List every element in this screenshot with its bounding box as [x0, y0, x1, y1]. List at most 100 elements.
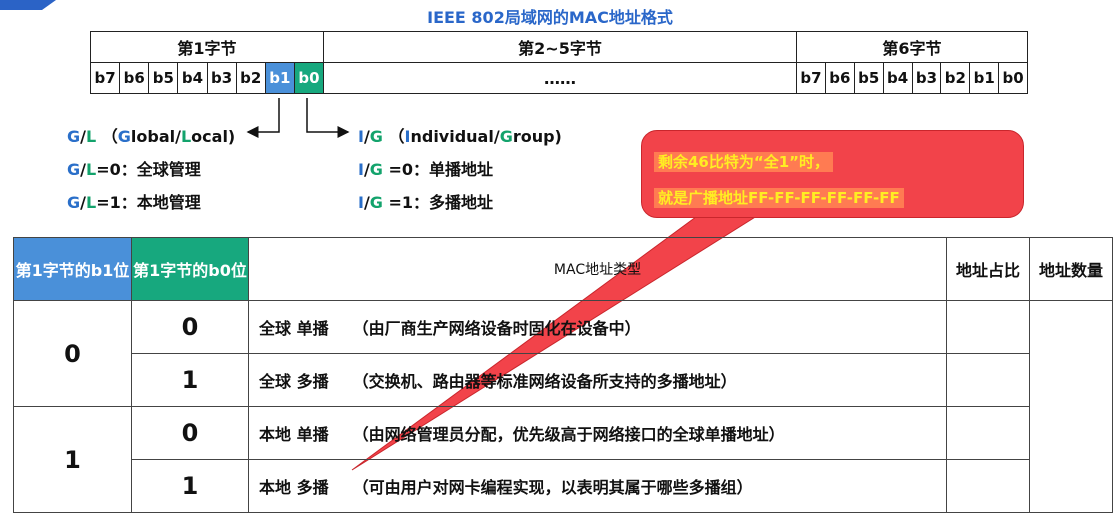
- gl0-label: =0：全球管理: [96, 160, 201, 179]
- byte1-bit: b4: [177, 62, 208, 94]
- table-row: 1 0 本地 单播 （由网络管理员分配，优先级高于网络接口的全球单播地址）: [13, 406, 1113, 513]
- byte6-bit: b2: [940, 62, 971, 94]
- callout-line-2: 就是广播地址FF-FF-FF-FF-FF-FF: [654, 188, 904, 208]
- gl0-g: G: [67, 160, 81, 179]
- callout-line-1: 剩余46比特为“全1”时，: [654, 152, 834, 172]
- type-kind: 全球 单播: [259, 319, 329, 338]
- type-kind: 全球 多播: [259, 372, 329, 391]
- type-detail: （可由用户对网卡编程实现，以表明其属于哪些多播组）: [352, 478, 753, 497]
- b0-value: 0: [131, 406, 249, 460]
- ig-group-text: roup): [512, 127, 562, 146]
- arrow-b0-to-ig: [306, 98, 350, 138]
- arrow-b1-to-gl: [246, 98, 280, 138]
- gl-local-initial: L: [180, 127, 192, 146]
- b0-value: 1: [131, 353, 249, 407]
- gl0-l: L: [85, 160, 97, 179]
- ratio-cell: [946, 406, 1030, 460]
- type-detail: （由网络管理员分配，优先级高于网络接口的全球单播地址）: [352, 425, 785, 444]
- byte6-bit: b5: [853, 62, 884, 94]
- type-cell: 本地 多播 （可由用户对网卡编程实现，以表明其属于哪些多播组）: [248, 459, 947, 513]
- byte1-header: 第1字节: [90, 31, 324, 63]
- ig-individual-text: ndividual/: [410, 127, 500, 146]
- gl-letter-l: L: [85, 127, 97, 146]
- footer-strip: [0, 500, 1120, 517]
- byte1-bit: b5: [148, 62, 179, 94]
- byte6-bit: b1: [969, 62, 1000, 94]
- type-kind: 本地 单播: [259, 425, 329, 444]
- type-kind: 本地 多播: [259, 478, 329, 497]
- ig-group-initial: G: [499, 127, 513, 146]
- byte1-bit: b3: [206, 62, 237, 94]
- b1-value: 1: [13, 406, 132, 513]
- gl-global-text: lobal/: [130, 127, 181, 146]
- ratio-cell: [946, 300, 1030, 354]
- byte6-bit: b0: [998, 62, 1028, 94]
- ig-1-legend: I/G =1：多播地址: [358, 189, 493, 213]
- b0-value: 1: [131, 459, 249, 513]
- b0-value: 0: [131, 300, 249, 354]
- ig-slash: /: [363, 127, 370, 146]
- ig0-i: I: [358, 160, 364, 179]
- byte1-bit-b1: b1: [264, 62, 295, 94]
- gl-local-text: ocal): [191, 127, 236, 146]
- bytes2-5-header: 第2~5字节: [323, 31, 797, 63]
- table-row: 1 全球 多播 （交换机、路由器等标准网络设备所支持的多播地址）: [14, 353, 1113, 407]
- byte6-bit: b6: [824, 62, 855, 94]
- table-row: 1 本地 多播 （可由用户对网卡编程实现，以表明其属于哪些多播组）: [14, 459, 1113, 513]
- byte1-bit: b7: [89, 62, 121, 94]
- slide-corner-decoration: [0, 0, 42, 10]
- ig-letter-g: G: [369, 127, 383, 146]
- header-count: 地址数量: [1029, 237, 1113, 301]
- gl-letter-g: G: [67, 127, 81, 146]
- gl-0-legend: G/L=0：全球管理: [67, 156, 201, 180]
- ig1-slash: /: [363, 193, 370, 212]
- ig-letter-i: I: [358, 127, 364, 146]
- header-b1: 第1字节的b1位: [13, 237, 132, 301]
- byte1-bit: b6: [119, 62, 150, 94]
- header-type: MAC地址类型: [248, 237, 947, 301]
- type-cell: 全球 单播 （由厂商生产网络设备时固化在设备中）: [248, 300, 947, 354]
- ig1-label: =1：多播地址: [382, 193, 494, 212]
- byte6-header: 第6字节: [796, 31, 1028, 63]
- gl-legend-line: G/L （Global/Local): [67, 123, 235, 147]
- gl-open-paren: （: [96, 127, 118, 146]
- gl1-l: L: [85, 193, 97, 212]
- byte1-bit: b2: [235, 62, 266, 94]
- ig0-slash: /: [363, 160, 370, 179]
- gl0-slash: /: [80, 160, 86, 179]
- ig-legend-line: I/G （Individual/Group): [358, 123, 562, 147]
- gl-slash: /: [80, 127, 86, 146]
- byte6-bit: b4: [882, 62, 913, 94]
- ig1-i: I: [358, 193, 364, 212]
- ig0-g: G: [369, 160, 383, 179]
- gl-global-initial: G: [117, 127, 131, 146]
- gl1-g: G: [67, 193, 81, 212]
- mac-type-table: 第1字节的b1位 第1字节的b0位 MAC地址类型 地址占比 地址数量 0 0 …: [13, 237, 1113, 513]
- ig-0-legend: I/G =0：单播地址: [358, 156, 493, 180]
- ig1-g: G: [369, 193, 383, 212]
- type-detail: （交换机、路由器等标准网络设备所支持的多播地址）: [352, 372, 737, 391]
- type-cell: 本地 单播 （由网络管理员分配，优先级高于网络接口的全球单播地址）: [248, 406, 947, 460]
- table-row: 0 0 全球 单播 （由厂商生产网络设备时固化在设备中）: [13, 300, 1113, 513]
- gl1-slash: /: [80, 193, 86, 212]
- page-title: IEEE 802局域网的MAC地址格式: [427, 8, 673, 27]
- ig0-label: =0：单播地址: [382, 160, 494, 179]
- byte1-bit-b0: b0: [293, 62, 325, 94]
- ig-open-paren: （: [382, 127, 405, 146]
- count-cell: [1029, 300, 1113, 513]
- middle-bytes-ellipsis: ……: [323, 62, 797, 94]
- gl1-label: =1：本地管理: [96, 193, 201, 212]
- ig-individual-initial: I: [404, 127, 411, 146]
- byte6-bit: b7: [796, 62, 826, 94]
- ratio-cell: [946, 459, 1030, 513]
- byte6-bit: b3: [911, 62, 942, 94]
- mac-byte-format-table: 第1字节 第2~5字节 第6字节 b7 b6 b5 b4 b3 b2 b1 b0…: [89, 31, 1028, 94]
- type-detail: （由厂商生产网络设备时固化在设备中）: [352, 319, 641, 338]
- header-ratio: 地址占比: [946, 237, 1030, 301]
- header-b0: 第1字节的b0位: [131, 237, 249, 301]
- ratio-cell: [946, 353, 1030, 407]
- b1-value: 0: [13, 300, 132, 407]
- slide-corner-decoration-tip: [42, 0, 56, 10]
- gl-1-legend: G/L=1：本地管理: [67, 189, 201, 213]
- type-cell: 全球 多播 （交换机、路由器等标准网络设备所支持的多播地址）: [248, 353, 947, 407]
